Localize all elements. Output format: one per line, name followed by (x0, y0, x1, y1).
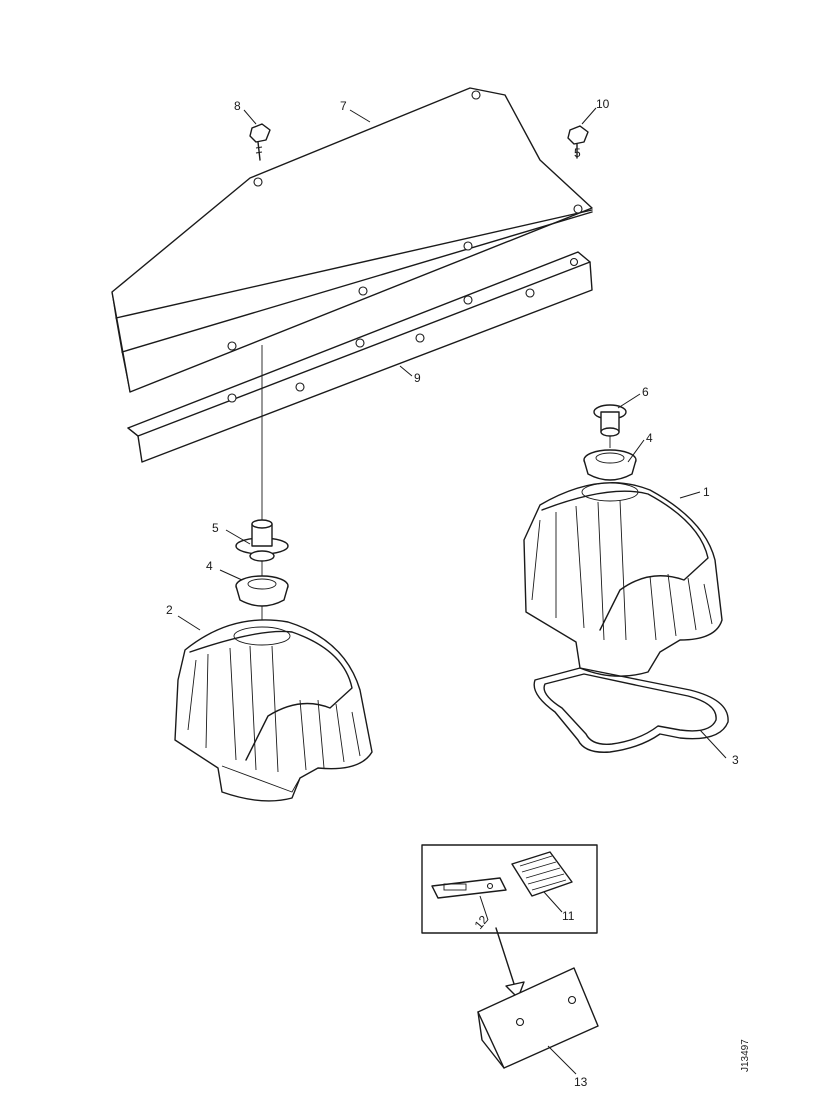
callout-2: 2 (166, 603, 173, 617)
callout-12: 12 (472, 912, 492, 931)
angle-rail-part-9 (127, 251, 593, 463)
vent-cap-part-6-right (593, 404, 627, 437)
callout-6: 6 (642, 385, 649, 399)
housing-part-2-left (174, 619, 373, 802)
vent-cap-part-6-left (235, 519, 289, 562)
callout-7: 7 (340, 99, 347, 113)
callout-11: 11 (562, 909, 575, 923)
callout-4-right: 4 (646, 431, 653, 445)
gasket-part-3 (533, 667, 729, 753)
label-part-11 (511, 851, 573, 897)
callout-4-left: 4 (206, 559, 213, 573)
callout-10: 10 (596, 97, 610, 111)
arrow-to-part-13 (495, 927, 517, 991)
callout-3: 3 (732, 753, 739, 767)
cover-plate-part-7 (111, 87, 593, 393)
grommet-part-4-right (583, 449, 637, 481)
label-part-12 (431, 877, 507, 899)
callout-5-left: 5 (212, 521, 219, 535)
bolt-part-8 (249, 123, 271, 161)
plate-part-13 (477, 967, 599, 1069)
callout-8: 8 (234, 99, 241, 113)
drawing-reference: J13497 (740, 1039, 751, 1072)
bolt-part-10 (567, 125, 589, 159)
housing-part-1-right (523, 482, 723, 677)
grommet-part-4-left (235, 575, 289, 607)
callout-9: 9 (414, 371, 421, 385)
callout-5-right: 5 (574, 146, 581, 160)
label-kit-box (421, 844, 598, 934)
callout-13: 13 (574, 1075, 588, 1089)
callout-1: 1 (703, 485, 710, 499)
